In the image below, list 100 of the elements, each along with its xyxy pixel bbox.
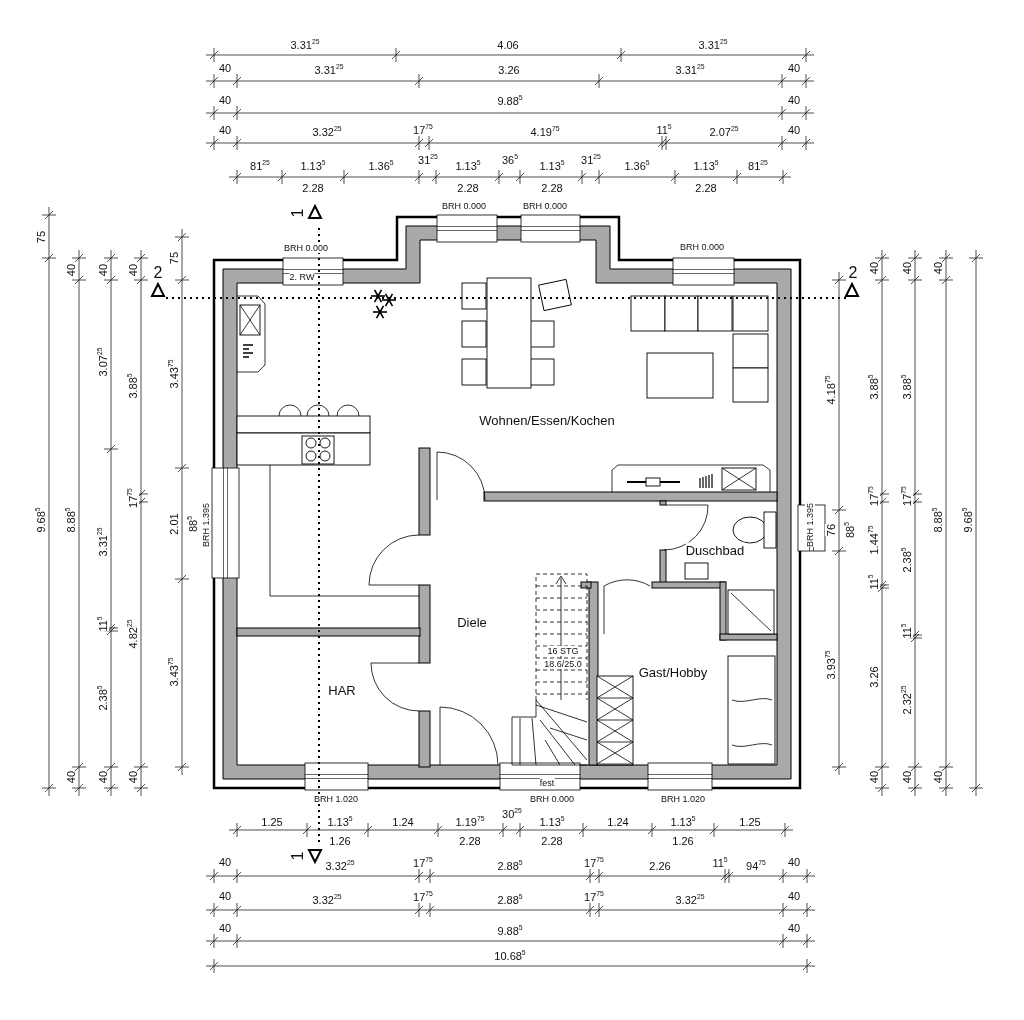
- dimension-label: 40: [65, 263, 77, 277]
- window-height-label: BRH 0.000: [284, 243, 328, 253]
- window-height-label: BRH 0.000: [523, 201, 567, 211]
- room-label: Duschbad: [685, 542, 745, 558]
- window-height-label: BRH 1.020: [314, 794, 358, 804]
- dimension-label: 40: [787, 856, 801, 868]
- dimension-label: 40: [218, 856, 232, 868]
- section-label: 1: [288, 208, 306, 218]
- dimension-label: 1.13$^{5}$: [327, 816, 353, 828]
- dimension-label: 1.24: [392, 816, 414, 828]
- dimension-label: 4.06: [497, 39, 519, 51]
- window-height-label: BRH 0.000: [442, 201, 486, 211]
- dimension-label: 40: [218, 94, 232, 106]
- dimension-label: 1.24: [607, 816, 629, 828]
- dimension-label: 2.88$^{5}$: [497, 860, 523, 872]
- dimension-label: 40: [787, 890, 801, 902]
- dimension-label: 2.26: [649, 860, 671, 872]
- dimension-label: 40: [932, 770, 944, 784]
- dimension-label: 11$^{5}$: [712, 857, 728, 869]
- window-height-label: BRH 1.395: [805, 503, 815, 547]
- dimension-label: 40: [97, 263, 109, 277]
- dimension-label: 81$^{25}$: [250, 160, 270, 172]
- dimension-label: 2.28: [457, 182, 479, 194]
- dimension-label: 40: [218, 922, 232, 934]
- dimension-label: 36$^{5}$: [502, 154, 518, 166]
- dimension-label: 4.19$^{75}$: [530, 126, 560, 138]
- dimension-label: 11$^{5}$: [656, 124, 672, 136]
- dimension-label: 17$^{75}$: [413, 124, 433, 136]
- dimension-label: 17$^{75}$: [413, 857, 433, 869]
- dimension-label: 40: [901, 261, 913, 275]
- dimension-label: 76: [825, 523, 837, 537]
- dimension-label: 17$^{75}$: [413, 891, 433, 903]
- dimension-label: 1.36$^{5}$: [368, 160, 394, 172]
- dimension-label: 40: [787, 94, 801, 106]
- dimension-label: 2.28: [302, 182, 324, 194]
- section-label: 1: [288, 851, 306, 861]
- dimension-label: 10.68$^{5}$: [494, 950, 526, 962]
- dimension-label: 40: [787, 62, 801, 74]
- dimension-label: 3.32$^{25}$: [325, 860, 355, 872]
- window-height-label: BRH 1.020: [661, 794, 705, 804]
- dimension-label: 1.25: [739, 816, 761, 828]
- dimension-label: 1.13$^{5}$: [693, 160, 719, 172]
- dimension-label: 81$^{25}$: [748, 160, 768, 172]
- dimension-label: 3.31$^{25}$: [314, 64, 344, 76]
- dimension-label: 40: [97, 770, 109, 784]
- dimension-label: 2.07$^{25}$: [709, 126, 739, 138]
- dimension-label: 2.28: [541, 182, 563, 194]
- dimension-label: 3.31$^{25}$: [675, 64, 705, 76]
- dimension-label: 2.88$^{5}$: [497, 894, 523, 906]
- dimension-label: 40: [901, 770, 913, 784]
- dimension-label: 2.01: [168, 513, 180, 535]
- dimension-label: 75: [35, 230, 47, 244]
- dimension-label: 1.26: [672, 835, 694, 847]
- section-label: 2: [848, 263, 858, 281]
- dimension-label: 1.13$^{5}$: [300, 160, 326, 172]
- dimension-label: 31$^{25}$: [418, 154, 438, 166]
- section-label: 2: [153, 263, 163, 281]
- window-height-label: BRH 0.000: [680, 242, 724, 252]
- note-label: 2. RW: [289, 272, 315, 282]
- dimension-label: 1.13$^{5}$: [539, 160, 565, 172]
- dimension-label: 40: [218, 890, 232, 902]
- dimension-label: 3.32$^{25}$: [312, 126, 342, 138]
- dimension-label: 17$^{75}$: [584, 857, 604, 869]
- dimension-label: 3.26: [498, 64, 520, 76]
- dimension-label: 17$^{75}$: [584, 891, 604, 903]
- dimension-label: 2.28: [541, 835, 563, 847]
- dimension-label: 9.88$^{5}$: [497, 95, 523, 107]
- note-label: fest: [539, 778, 555, 788]
- stair-label: 16 STG: [547, 646, 579, 656]
- dimension-label: 94$^{75}$: [746, 860, 766, 872]
- dimension-label: 40: [127, 263, 139, 277]
- dimension-label: 3.32$^{25}$: [312, 894, 342, 906]
- dimension-label: 1.36$^{5}$: [624, 160, 650, 172]
- stair-label: 18.6/25.0: [544, 659, 582, 669]
- dimension-label: 40: [868, 770, 880, 784]
- dimension-label: 40: [787, 922, 801, 934]
- dimension-label: 2.28: [695, 182, 717, 194]
- dimension-label: 3.31$^{25}$: [698, 39, 728, 51]
- window-height-label: BRH 1.395: [201, 503, 211, 547]
- window-height-label: BRH 0.000: [530, 794, 574, 804]
- dimension-label: 3.32$^{25}$: [675, 894, 705, 906]
- dimension-label: 1.25: [261, 816, 283, 828]
- dimension-label: 1.13$^{5}$: [539, 816, 565, 828]
- dimension-label: 1.13$^{5}$: [670, 816, 696, 828]
- dimension-label: 40: [127, 770, 139, 784]
- dimension-label: 40: [218, 62, 232, 74]
- dimension-label: 40: [868, 261, 880, 275]
- dimension-label: 1.13$^{5}$: [455, 160, 481, 172]
- dimension-label: 3.26: [868, 666, 880, 688]
- dimension-label: 1.19$^{75}$: [455, 816, 485, 828]
- dimension-label: 40: [218, 124, 232, 136]
- dimension-label: 75: [168, 251, 180, 265]
- dimension-label: 1.26: [329, 835, 351, 847]
- dimension-label: 2.28: [459, 835, 481, 847]
- dimension-label: 3.31$^{25}$: [290, 39, 320, 51]
- dimension-label: 31$^{25}$: [581, 154, 601, 166]
- dimension-label: 40: [787, 124, 801, 136]
- dimension-label: 40: [65, 770, 77, 784]
- dimension-label: 30$^{25}$: [502, 808, 522, 820]
- dimension-label: 9.88$^{5}$: [497, 925, 523, 937]
